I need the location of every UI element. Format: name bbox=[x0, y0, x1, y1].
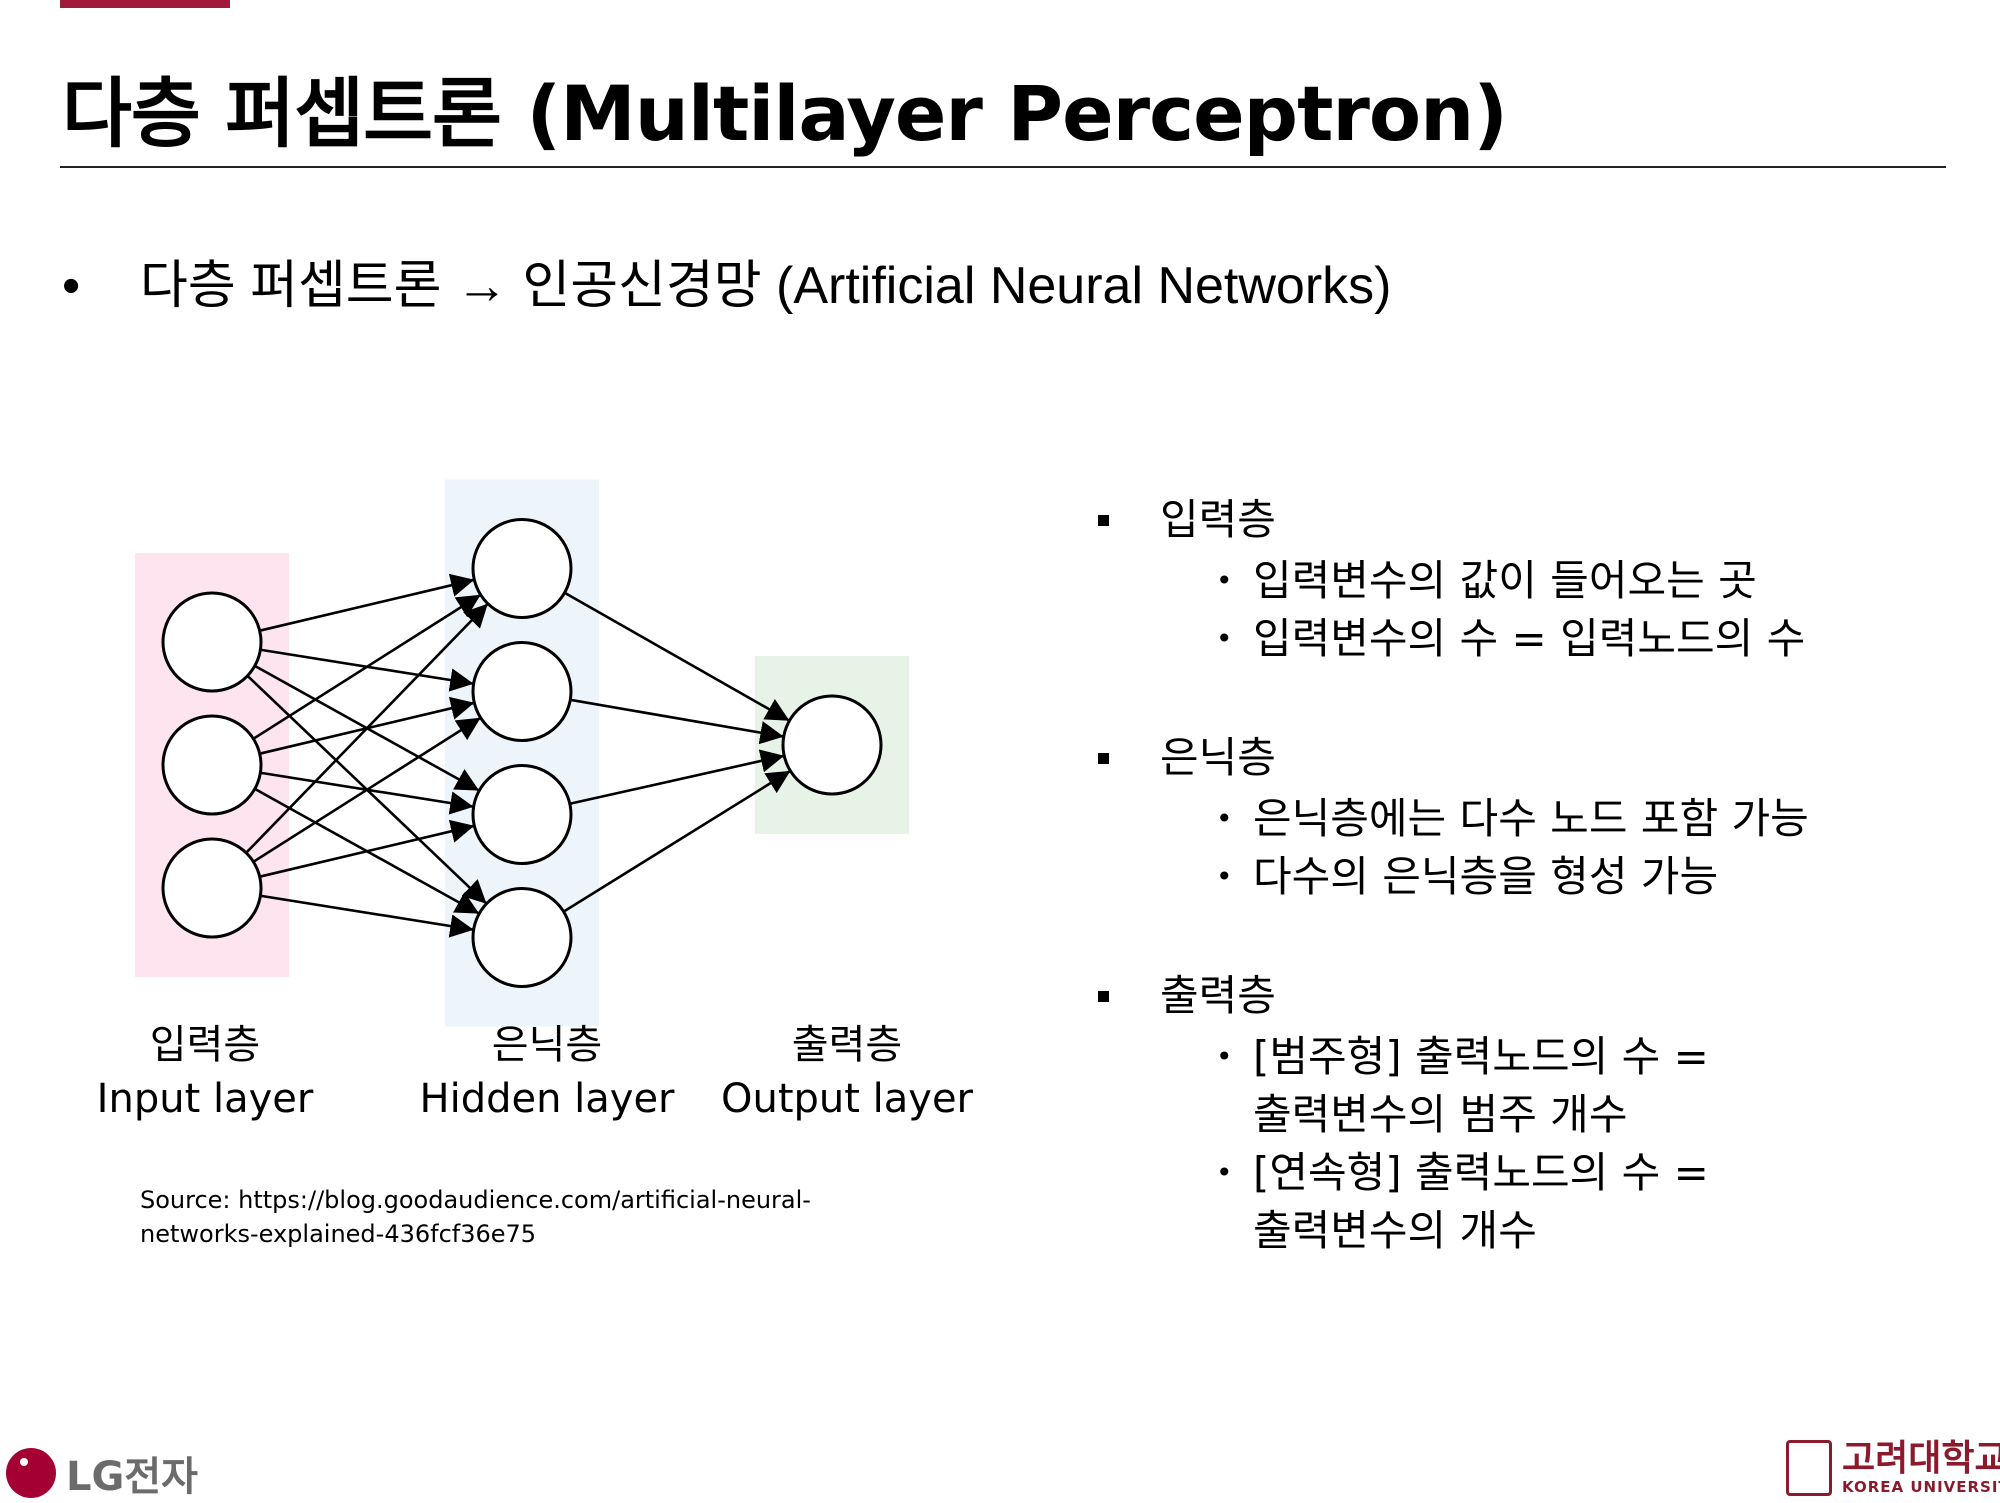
list-item: • [범주형] 출력노드의 수 = 출력변수의 범주 개수 bbox=[1098, 1028, 1978, 1144]
hidden-node bbox=[471, 641, 573, 742]
layer-description-list: 입력층 •입력변수의 값이 들어오는 곳 •입력변수의 수 = 입력노드의 수 … bbox=[1098, 488, 1978, 1318]
hidden-layer-label-en: Hidden layer bbox=[419, 1076, 675, 1122]
connection-edge bbox=[252, 593, 482, 740]
connection-edge bbox=[570, 698, 784, 745]
input-layer-label: 입력층 Input layer bbox=[45, 1018, 365, 1126]
connection-edge bbox=[260, 894, 474, 938]
connection-edge bbox=[252, 716, 482, 863]
input-node bbox=[161, 837, 263, 939]
source-citation: Source: https://blog.goodaudience.com/ar… bbox=[140, 1186, 811, 1248]
hidden-node bbox=[471, 518, 573, 619]
square-bullet-icon bbox=[1098, 753, 1109, 764]
neural-network-diagram bbox=[135, 479, 909, 1027]
hidden-layer-label-ko: 은닉층 bbox=[491, 1022, 603, 1068]
output-layer-label-ko: 출력층 bbox=[791, 1022, 903, 1068]
university-name-en: KOREA UNIVERSITY bbox=[1842, 1478, 2000, 1496]
list-item-text: [범주형] 출력노드의 수 = bbox=[1253, 1032, 1709, 1081]
list-item-text-continued: 출력변수의 개수 bbox=[1253, 1206, 1537, 1255]
list-item-text: 입력변수의 수 = 입력노드의 수 bbox=[1253, 614, 1806, 663]
connection-edge bbox=[245, 602, 489, 854]
list-item-text: 다수의 은닉층을 형성 가능 bbox=[1253, 852, 1719, 901]
connection-edge bbox=[562, 769, 792, 913]
bullet-dot: • bbox=[62, 257, 81, 315]
section-heading-text: 출력층 bbox=[1160, 971, 1276, 1020]
connection-edge bbox=[563, 591, 791, 722]
square-bullet-icon bbox=[1098, 515, 1109, 526]
page-title: 다층 퍼셉트론 (Multilayer Perceptron) bbox=[62, 69, 1508, 158]
section-heading-text: 은닉층 bbox=[1160, 733, 1276, 782]
input-node bbox=[161, 714, 263, 816]
accent-bar bbox=[60, 0, 230, 8]
title-divider bbox=[60, 166, 1946, 168]
university-seal-icon bbox=[1786, 1440, 1832, 1496]
main-bullet-text: 다층 퍼셉트론 → 인공신경망 (Artificial Neural Netwo… bbox=[140, 257, 1392, 315]
square-bullet-icon bbox=[1098, 991, 1109, 1002]
list-item: •은닉층에는 다수 노드 포함 가능 bbox=[1098, 790, 1978, 848]
lg-emblem-icon bbox=[6, 1448, 56, 1498]
output-node bbox=[781, 694, 883, 796]
list-item-text: 은닉층에는 다수 노드 포함 가능 bbox=[1253, 794, 1809, 843]
university-name-ko: 고려대학교 bbox=[1842, 1438, 2000, 1479]
output-layer-label-en: Output layer bbox=[720, 1076, 973, 1122]
section-output-layer: 출력층 • [범주형] 출력노드의 수 = 출력변수의 범주 개수 • [연속형… bbox=[1098, 964, 1978, 1260]
main-bullet: • 다층 퍼셉트론 → 인공신경망 (Artificial Neural Netw… bbox=[62, 243, 1391, 318]
lg-logo: LG전자 bbox=[0, 1443, 198, 1503]
list-item-text: [연속형] 출력노드의 수 = bbox=[1253, 1148, 1709, 1197]
list-item: • [연속형] 출력노드의 수 = 출력변수의 개수 bbox=[1098, 1144, 1978, 1260]
section-heading-text: 입력층 bbox=[1160, 495, 1276, 544]
section-hidden-layer: 은닉층 •은닉층에는 다수 노드 포함 가능 •다수의 은닉층을 형성 가능 bbox=[1098, 726, 1978, 906]
connection-edge bbox=[259, 573, 475, 632]
list-item: •입력변수의 값이 들어오는 곳 bbox=[1098, 552, 1978, 610]
list-item-text: 입력변수의 값이 들어오는 곳 bbox=[1253, 556, 1757, 605]
list-item: •다수의 은닉층을 형성 가능 bbox=[1098, 848, 1978, 906]
section-heading: 출력층 bbox=[1098, 964, 1978, 1028]
korea-university-logo: 고려대학교 KOREA UNIVERSITY bbox=[1786, 1440, 2000, 1496]
section-heading: 은닉층 bbox=[1098, 726, 1978, 790]
list-item-text-continued: 출력변수의 범주 개수 bbox=[1253, 1090, 1628, 1139]
connection-edge bbox=[259, 819, 475, 878]
hidden-node bbox=[471, 764, 573, 865]
lg-logo-text: LG전자 bbox=[66, 1454, 198, 1500]
list-item: •입력변수의 수 = 입력노드의 수 bbox=[1098, 610, 1978, 668]
connection-edge bbox=[569, 749, 785, 806]
output-layer-label: 출력층 Output layer bbox=[687, 1018, 1007, 1126]
section-input-layer: 입력층 •입력변수의 값이 들어오는 곳 •입력변수의 수 = 입력노드의 수 bbox=[1098, 488, 1978, 668]
input-layer-label-ko: 입력층 bbox=[149, 1022, 261, 1068]
input-node bbox=[161, 591, 263, 693]
input-layer-label-en: Input layer bbox=[96, 1076, 314, 1122]
hidden-node bbox=[471, 887, 573, 988]
hidden-layer-label: 은닉층 Hidden layer bbox=[387, 1018, 707, 1126]
section-heading: 입력층 bbox=[1098, 488, 1978, 552]
